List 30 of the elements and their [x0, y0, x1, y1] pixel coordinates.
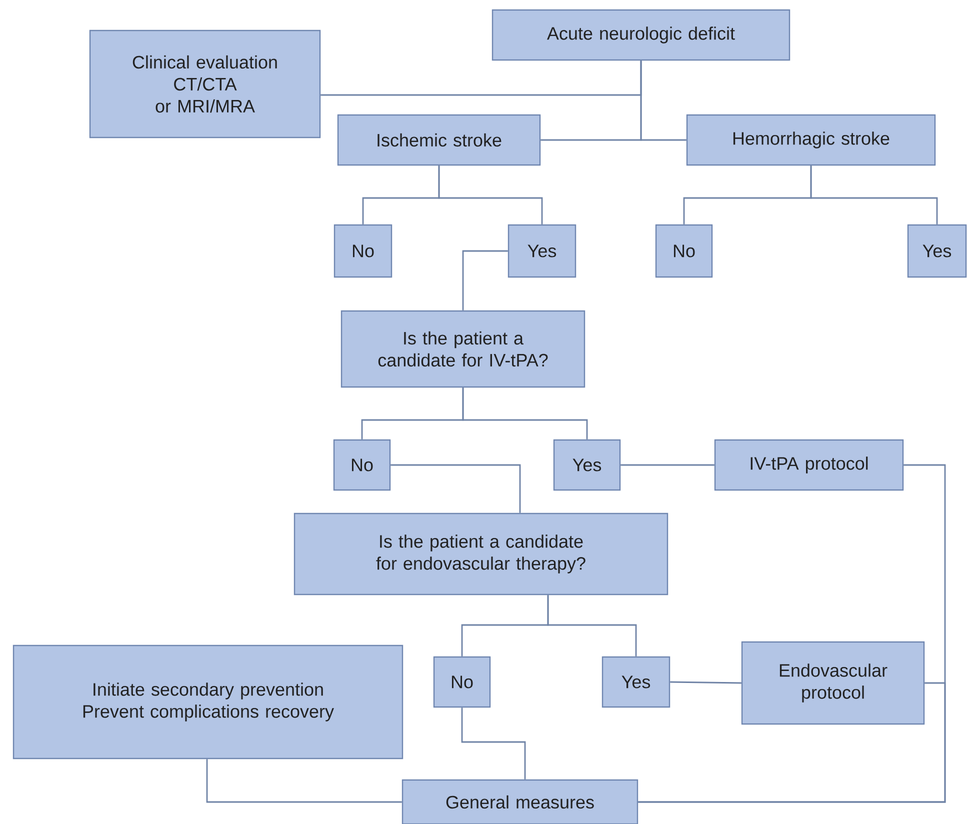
connector-line	[461, 708, 526, 780]
process-box: General measures	[402, 779, 638, 824]
connector-line	[390, 464, 521, 513]
connector-line	[810, 166, 938, 224]
connector-line	[670, 681, 742, 684]
process-box: No	[333, 439, 391, 491]
process-box: Ischemic stroke	[337, 114, 541, 166]
process-box: Endovascular protocol	[741, 641, 925, 725]
process-box: Yes	[602, 656, 670, 708]
process-box: Hemorrhagic stroke	[686, 114, 936, 166]
decision-box: Is the patient a candidate for endovascular therapy?	[294, 512, 668, 596]
connector-line	[462, 250, 508, 310]
process-box: Yes	[508, 224, 576, 278]
process-box: Clinical evaluation CT/CTA or MRI/MRA	[89, 30, 321, 138]
process-box: Yes	[553, 439, 621, 491]
process-box: Acute neurologic deficit	[492, 9, 790, 61]
connector-line	[547, 595, 637, 656]
process-box: No	[655, 224, 713, 278]
connector-line	[462, 388, 588, 440]
connector-line	[438, 166, 543, 224]
connector-line	[640, 60, 686, 141]
connector-line	[620, 464, 714, 466]
process-box: IV-tPA protocol	[714, 439, 904, 491]
decision-box: Is the patient a candidate for IV-tPA?	[340, 310, 586, 388]
process-box: Yes	[907, 224, 967, 278]
process-box: No	[433, 656, 491, 708]
connector-line	[206, 759, 402, 803]
process-box: No	[334, 224, 392, 278]
connector-line	[638, 682, 946, 803]
process-box: Initiate secondary prevention Prevent complications recovery	[12, 644, 404, 760]
